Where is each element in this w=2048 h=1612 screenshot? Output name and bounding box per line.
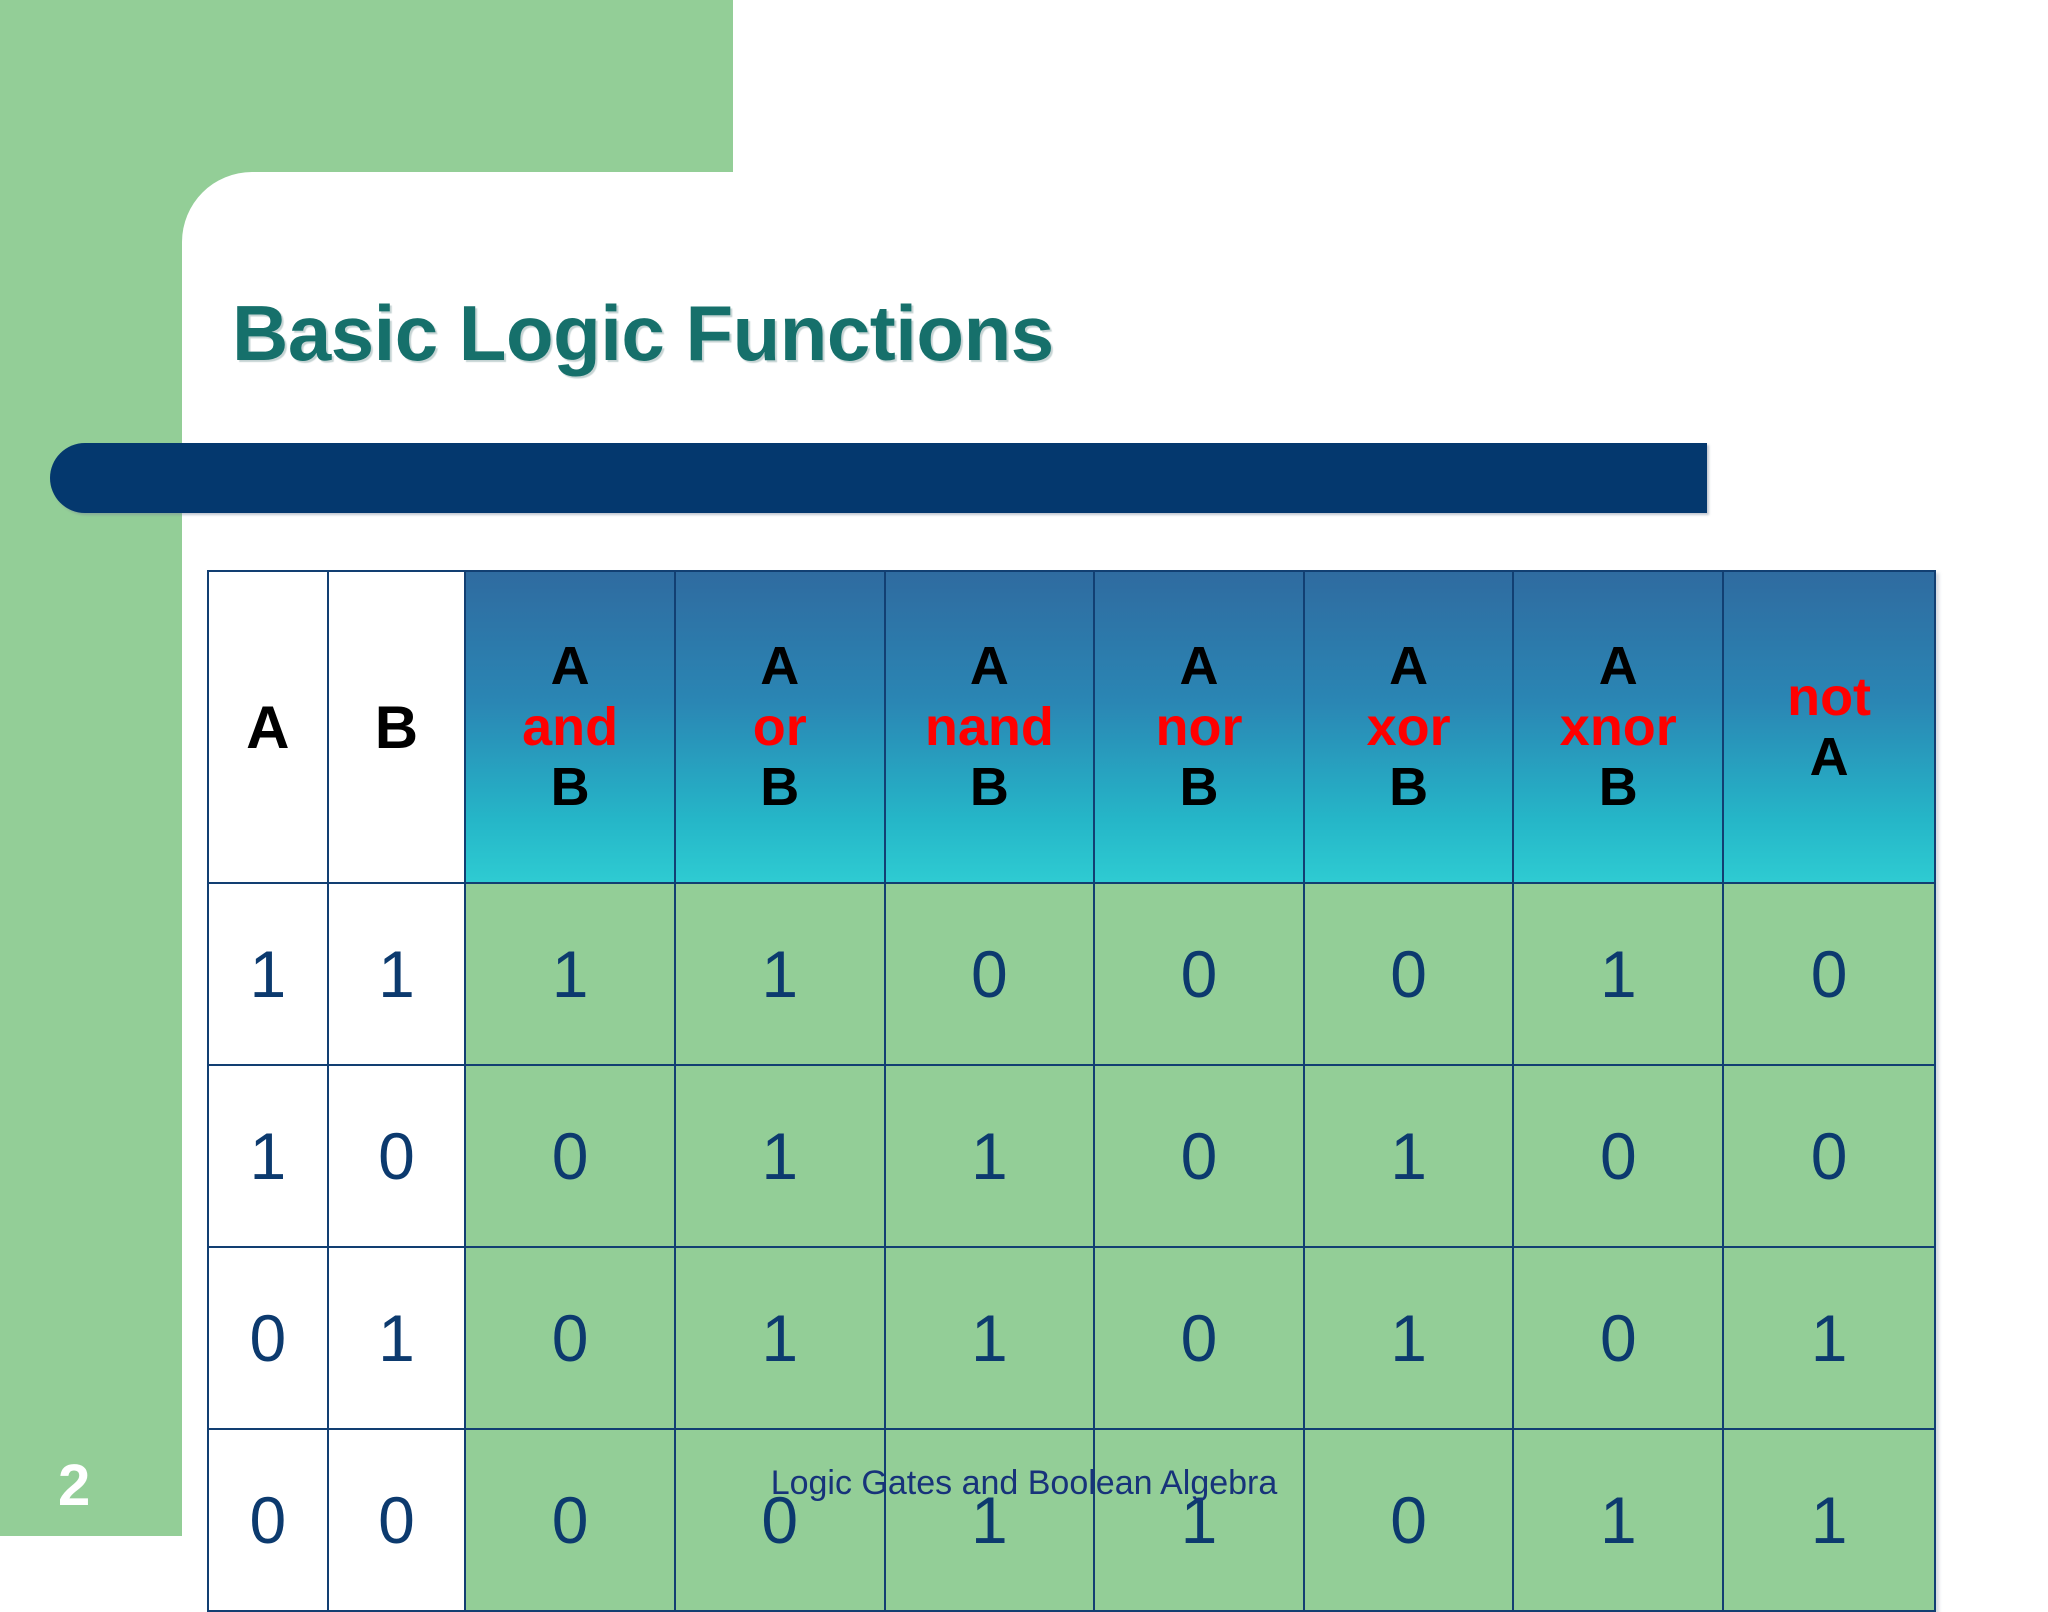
header-line: B (374, 693, 419, 761)
header-line: xor (1366, 696, 1451, 757)
cell-r1-B: 1 (326, 882, 467, 1066)
header-line: and (522, 696, 619, 757)
cell-r3-xor: 1 (1302, 1246, 1515, 1430)
header-line: A (1809, 727, 1849, 787)
table-header-a: A (207, 570, 329, 884)
cell-r4-A: 0 (207, 1428, 329, 1612)
header-line: B (1389, 757, 1429, 818)
header-line: B (1179, 757, 1219, 818)
header-line: B (760, 757, 800, 818)
cell-r2-nor: 0 (1093, 1064, 1305, 1248)
cell-r1-and: 1 (464, 882, 676, 1066)
cell-r3-A: 0 (207, 1246, 329, 1430)
cell-r4-or: 0 (673, 1428, 886, 1612)
cell-r3-xnor: 0 (1512, 1246, 1725, 1430)
header-line: A (1598, 636, 1638, 697)
green-left-band (0, 0, 182, 1536)
cell-r1-xnor: 1 (1512, 882, 1725, 1066)
cell-r3-and: 0 (464, 1246, 676, 1430)
header-line: A (1179, 636, 1219, 697)
cell-r4-not: 1 (1722, 1428, 1936, 1612)
header-line: A (1389, 636, 1429, 697)
header-line: xnor (1559, 696, 1677, 757)
header-line: A (760, 636, 800, 697)
cell-r2-xor: 1 (1302, 1064, 1515, 1248)
cell-r4-xor: 0 (1302, 1428, 1515, 1612)
cell-r2-nand: 1 (883, 1064, 1096, 1248)
cell-r4-nand: 1 (883, 1428, 1096, 1612)
cell-r1-A: 1 (207, 882, 329, 1066)
green-rounded-corner (182, 172, 252, 242)
cell-r1-or: 1 (673, 882, 886, 1066)
cell-r2-B: 0 (326, 1064, 467, 1248)
cell-r1-xor: 0 (1302, 882, 1515, 1066)
header-line: nand (924, 696, 1054, 757)
header-line: A (246, 693, 290, 761)
cell-r3-or: 1 (673, 1246, 886, 1430)
navy-divider-bar (50, 443, 1707, 513)
header-line: nor (1155, 696, 1243, 757)
cell-r4-nor: 1 (1093, 1428, 1305, 1612)
header-line: A (969, 636, 1009, 697)
header-line: B (969, 757, 1009, 818)
header-line: or (752, 696, 807, 757)
slide-footer: Logic Gates and Boolean Algebra (770, 1464, 1278, 1502)
page-number: 2 (58, 1453, 91, 1518)
cell-r1-not: 0 (1722, 882, 1936, 1066)
header-line: A (550, 636, 590, 697)
cell-r2-not: 0 (1722, 1064, 1936, 1248)
table-header-b: B (326, 570, 467, 884)
cell-r3-nand: 1 (883, 1246, 1096, 1430)
cell-r4-B: 0 (326, 1428, 467, 1612)
cell-r3-not: 1 (1722, 1246, 1936, 1430)
header-line: B (550, 757, 590, 818)
cell-r3-nor: 0 (1093, 1246, 1305, 1430)
cell-r2-A: 1 (207, 1064, 329, 1248)
cell-r1-nand: 0 (883, 882, 1096, 1066)
green-top-block (0, 0, 733, 172)
cell-r4-xnor: 1 (1512, 1428, 1725, 1612)
header-line: not (1787, 666, 1872, 727)
cell-r4-and: 0 (464, 1428, 676, 1612)
cell-r2-or: 1 (673, 1064, 886, 1248)
cell-r2-and: 0 (464, 1064, 676, 1248)
cell-r1-nor: 0 (1093, 882, 1305, 1066)
cell-r3-B: 1 (326, 1246, 467, 1430)
cell-r2-xnor: 0 (1512, 1064, 1725, 1248)
header-line: B (1598, 757, 1638, 818)
page-title: Basic Logic Functions (232, 289, 1054, 377)
